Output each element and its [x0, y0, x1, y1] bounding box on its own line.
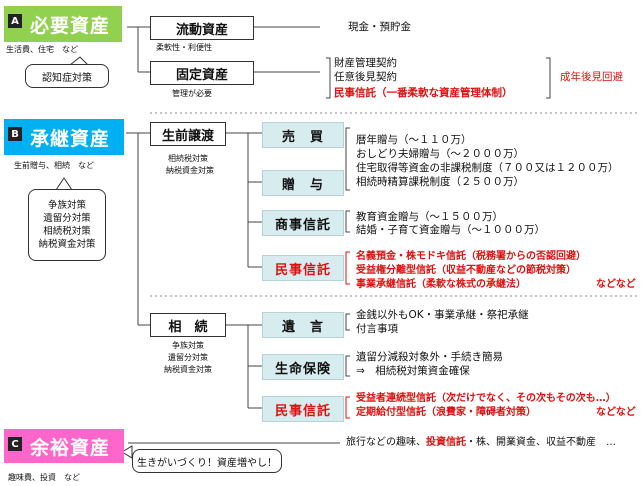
section-letter-a: A [8, 14, 22, 28]
kotei-red: 民事信託（一番柔軟な資産管理体制） [334, 87, 513, 99]
kotei-item-1: 財産管理契約 [334, 57, 397, 69]
node-ryudo: 流動資産 [150, 16, 254, 40]
minji1-item-2: 受益権分離型信託（収益不動産などの節税対策） [356, 265, 576, 276]
node-kotei: 固定資産 [150, 61, 254, 85]
yoyu-red: 投資信託 [426, 437, 466, 448]
section-letter-b: B [8, 127, 22, 141]
section-b-header: B 承継資産 [4, 119, 124, 155]
node-baibai: 売 買 [262, 122, 344, 148]
zoyo-item-1: 暦年贈与（～１１０万） [356, 134, 472, 146]
section-b-title: 承継資産 [30, 127, 111, 150]
igon-item-2: 付言事項 [356, 323, 398, 335]
callout-c: 生きがいづくり！資産増やし！ [132, 449, 282, 473]
section-c-sub: 趣味費、投資 など [8, 473, 80, 482]
section-a-sub: 生活費、住宅 など [6, 45, 78, 54]
minji2-item-2: 定期給付型信託（浪費家・障碍者対策） [356, 407, 536, 418]
minji2-item-1: 受益者連続型信託（次だけでなく、その次もその次も…） [356, 393, 616, 404]
node-seizen: 生前譲渡 [150, 122, 226, 146]
note-ryudo: 柔軟性・利便性 [156, 43, 212, 52]
callout-a: 認知症対策 [25, 64, 109, 88]
node-sozoku: 相 続 [150, 313, 226, 337]
callout-b-line-2: 遺留分対策 [43, 213, 91, 224]
node-seimei: 生命保険 [262, 354, 344, 380]
section-c-title: 余裕資産 [30, 436, 111, 459]
callout-b-line-1: 争族対策 [47, 200, 86, 211]
minji1-item-1: 名義預金・株モドキ信託（税務署からの否認回避） [356, 251, 586, 262]
ryudo-items: 現金・預貯金 [348, 21, 411, 33]
callout-b-line-4: 納税資金対策 [38, 239, 96, 250]
zoyo-item-3: 住宅取得等資金の非課税制度（７００又は１２００万） [356, 162, 619, 174]
igon-item-1: 金銭以外もOK・事業承継・祭祀承継 [356, 309, 529, 321]
note-sozoku-3: 納税資金対策 [164, 365, 212, 374]
section-letter-c: C [8, 437, 22, 451]
node-igon: 遺 言 [262, 312, 344, 338]
yoyu-items: 旅行などの趣味、投資信託・株、開業資金、収益不動産 … [346, 436, 616, 450]
callout-b: 争族対策 遺留分対策 相続税対策 納税資金対策 [28, 189, 106, 261]
section-a-title: 必要資産 [30, 14, 111, 37]
nadonado-2: などなど [596, 407, 636, 418]
section-c-header: C 余裕資産 [4, 429, 124, 463]
minji1-item-3: 事業承継信託（柔軟な株式の承継法） [356, 279, 526, 290]
note-kotei: 管理が必要 [172, 89, 212, 98]
note-sozoku-2: 遺留分対策 [168, 353, 208, 362]
note-sozoku-1: 争族対策 [172, 341, 204, 350]
shoji-item-2: 結婚・子育て資金贈与（～１０００万） [356, 224, 545, 236]
zoyo-item-2: おしどり夫婦贈与（～２０００万） [356, 148, 524, 160]
seinen-label: 成年後見回避 [560, 71, 623, 83]
note-seizen-2: 納税資金対策 [166, 166, 214, 175]
zoyo-item-4: 相続時精算課税制度（２５００万） [356, 176, 524, 188]
section-a-header: A 必要資産 [4, 6, 122, 42]
node-zoyo: 贈 与 [262, 170, 344, 196]
node-shoji: 商事信託 [262, 210, 344, 236]
callout-b-line-3: 相続税対策 [43, 226, 91, 237]
seimei-item-1: 遺留分減殺対象外・手続き簡易 [356, 351, 503, 363]
nadonado-1: などなど [596, 279, 636, 290]
node-minji-2: 民事信託 [262, 396, 344, 422]
note-seizen-1: 相続税対策 [168, 154, 208, 163]
kotei-item-2: 任意後見契約 [334, 71, 397, 83]
yoyu-post: ・株、開業資金、収益不動産 … [466, 437, 616, 448]
node-minji-1: 民事信託 [262, 255, 344, 281]
seimei-item-2: ⇒ 相続税対策資金確保 [356, 365, 470, 377]
yoyu-pre: 旅行などの趣味、 [346, 437, 426, 448]
shoji-item-1: 教育資金贈与（～１５００万） [356, 211, 503, 223]
section-b-sub: 生前贈与、相続 など [14, 161, 94, 170]
